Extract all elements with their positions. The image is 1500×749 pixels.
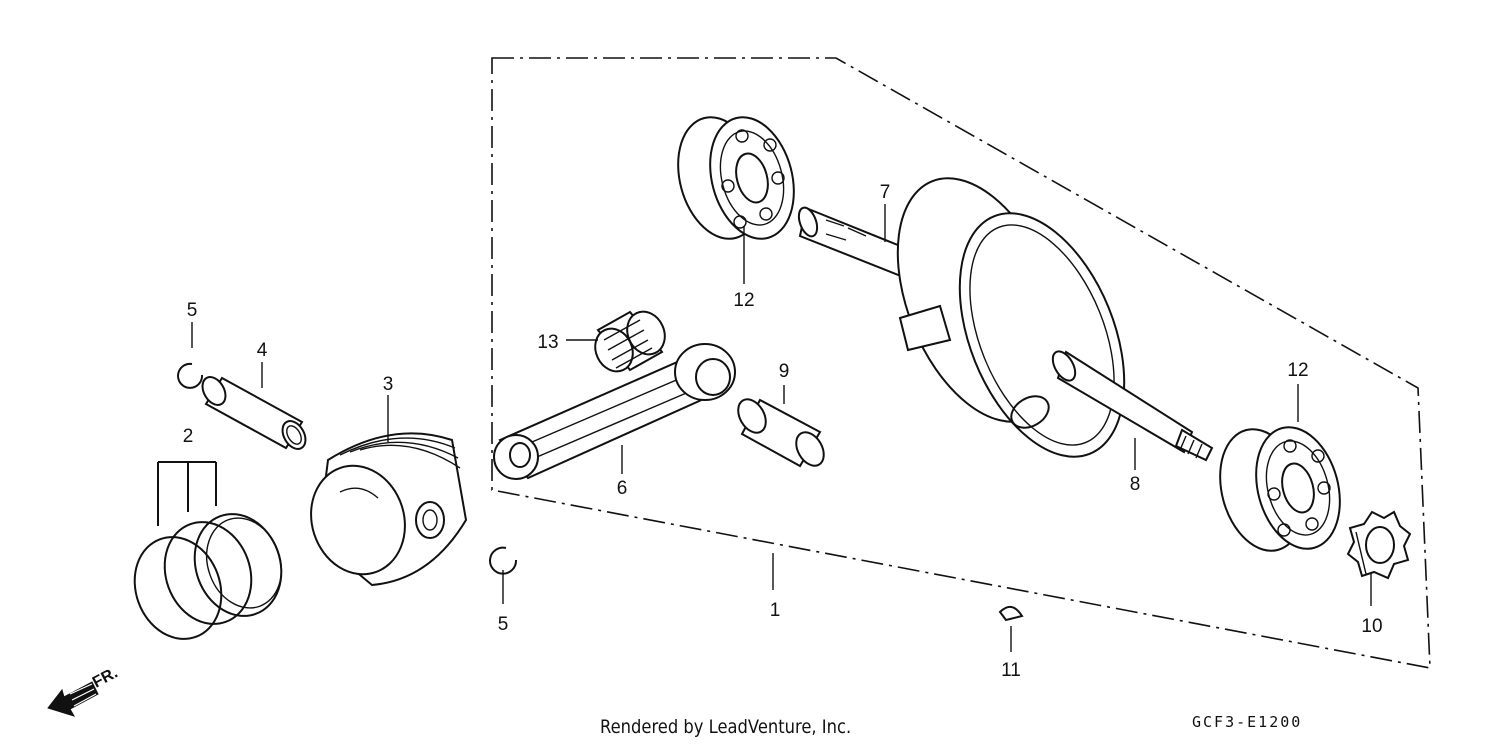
radial-ball-bearing-upper <box>677 116 795 240</box>
crankshaft-assembly-outline <box>491 57 1431 669</box>
crankshaft <box>797 177 1214 462</box>
credit-text: Rendered by LeadVenture, Inc. <box>600 716 852 738</box>
drive-sprocket <box>1346 510 1412 580</box>
callout-9: 9 <box>779 361 790 382</box>
callout-5-upper: 5 <box>187 300 198 321</box>
callout-10: 10 <box>1361 616 1382 637</box>
callout-1: 1 <box>770 600 781 621</box>
needle-bearing <box>594 310 666 373</box>
callout-13: 13 <box>537 332 558 353</box>
callout-12-upper: 12 <box>733 290 754 311</box>
callout-2: 2 <box>183 426 194 447</box>
woodruff-key <box>998 605 1024 622</box>
callout-6: 6 <box>617 478 628 499</box>
callout-4: 4 <box>257 340 268 361</box>
piston-pin <box>201 376 307 450</box>
callout-7: 7 <box>880 182 891 203</box>
callout-3: 3 <box>383 374 394 395</box>
radial-ball-bearing-lower <box>1219 426 1341 552</box>
callout-5-lower: 5 <box>498 614 509 635</box>
front-arrow-icon <box>47 681 99 717</box>
piston <box>310 432 468 587</box>
piston-rings <box>133 461 283 640</box>
diagram-code: GCF3-E1200 <box>1192 713 1303 731</box>
callout-11: 11 <box>1001 660 1021 681</box>
piston-pin-clip-lower <box>489 546 518 575</box>
piston-pin-clip-upper <box>177 362 204 389</box>
leader-lines <box>191 204 1372 652</box>
callout-8: 8 <box>1130 474 1141 495</box>
callout-12-lower: 12 <box>1287 360 1308 381</box>
connecting-rod <box>493 343 736 480</box>
crank-pin <box>737 398 825 468</box>
